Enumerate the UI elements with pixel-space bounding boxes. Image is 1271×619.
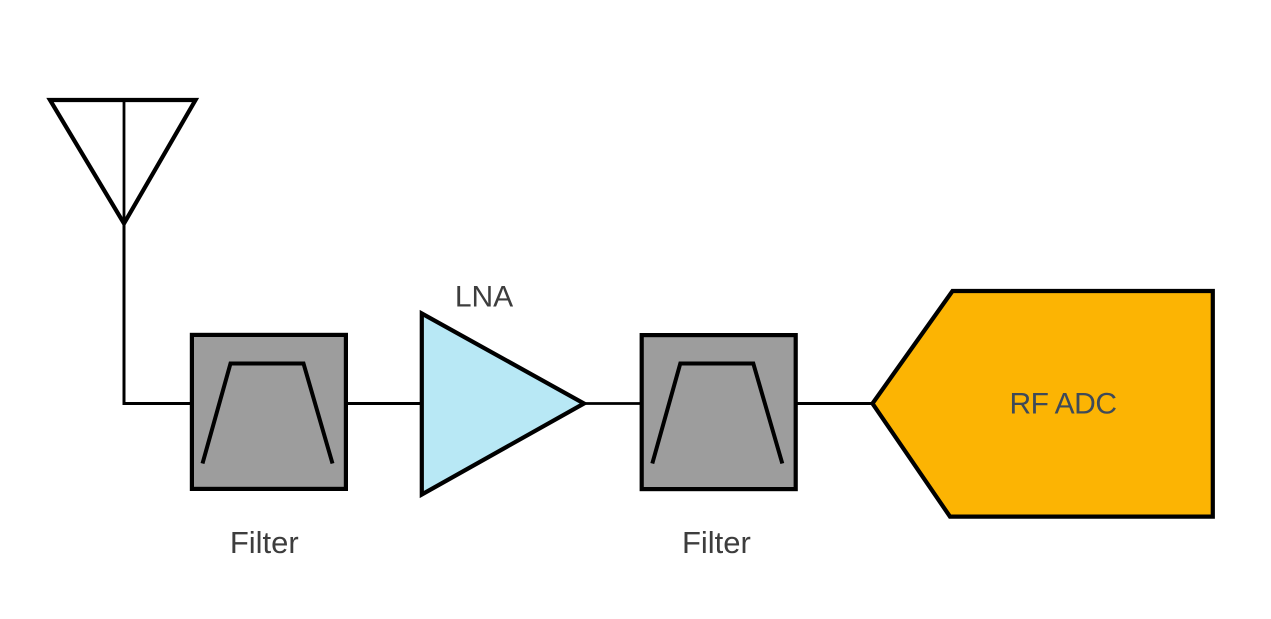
svg-text:Filter: Filter xyxy=(682,525,751,560)
svg-text:LNA: LNA xyxy=(455,281,513,314)
svg-text:RF ADC: RF ADC xyxy=(1009,388,1116,421)
svg-text:Filter: Filter xyxy=(230,525,299,560)
